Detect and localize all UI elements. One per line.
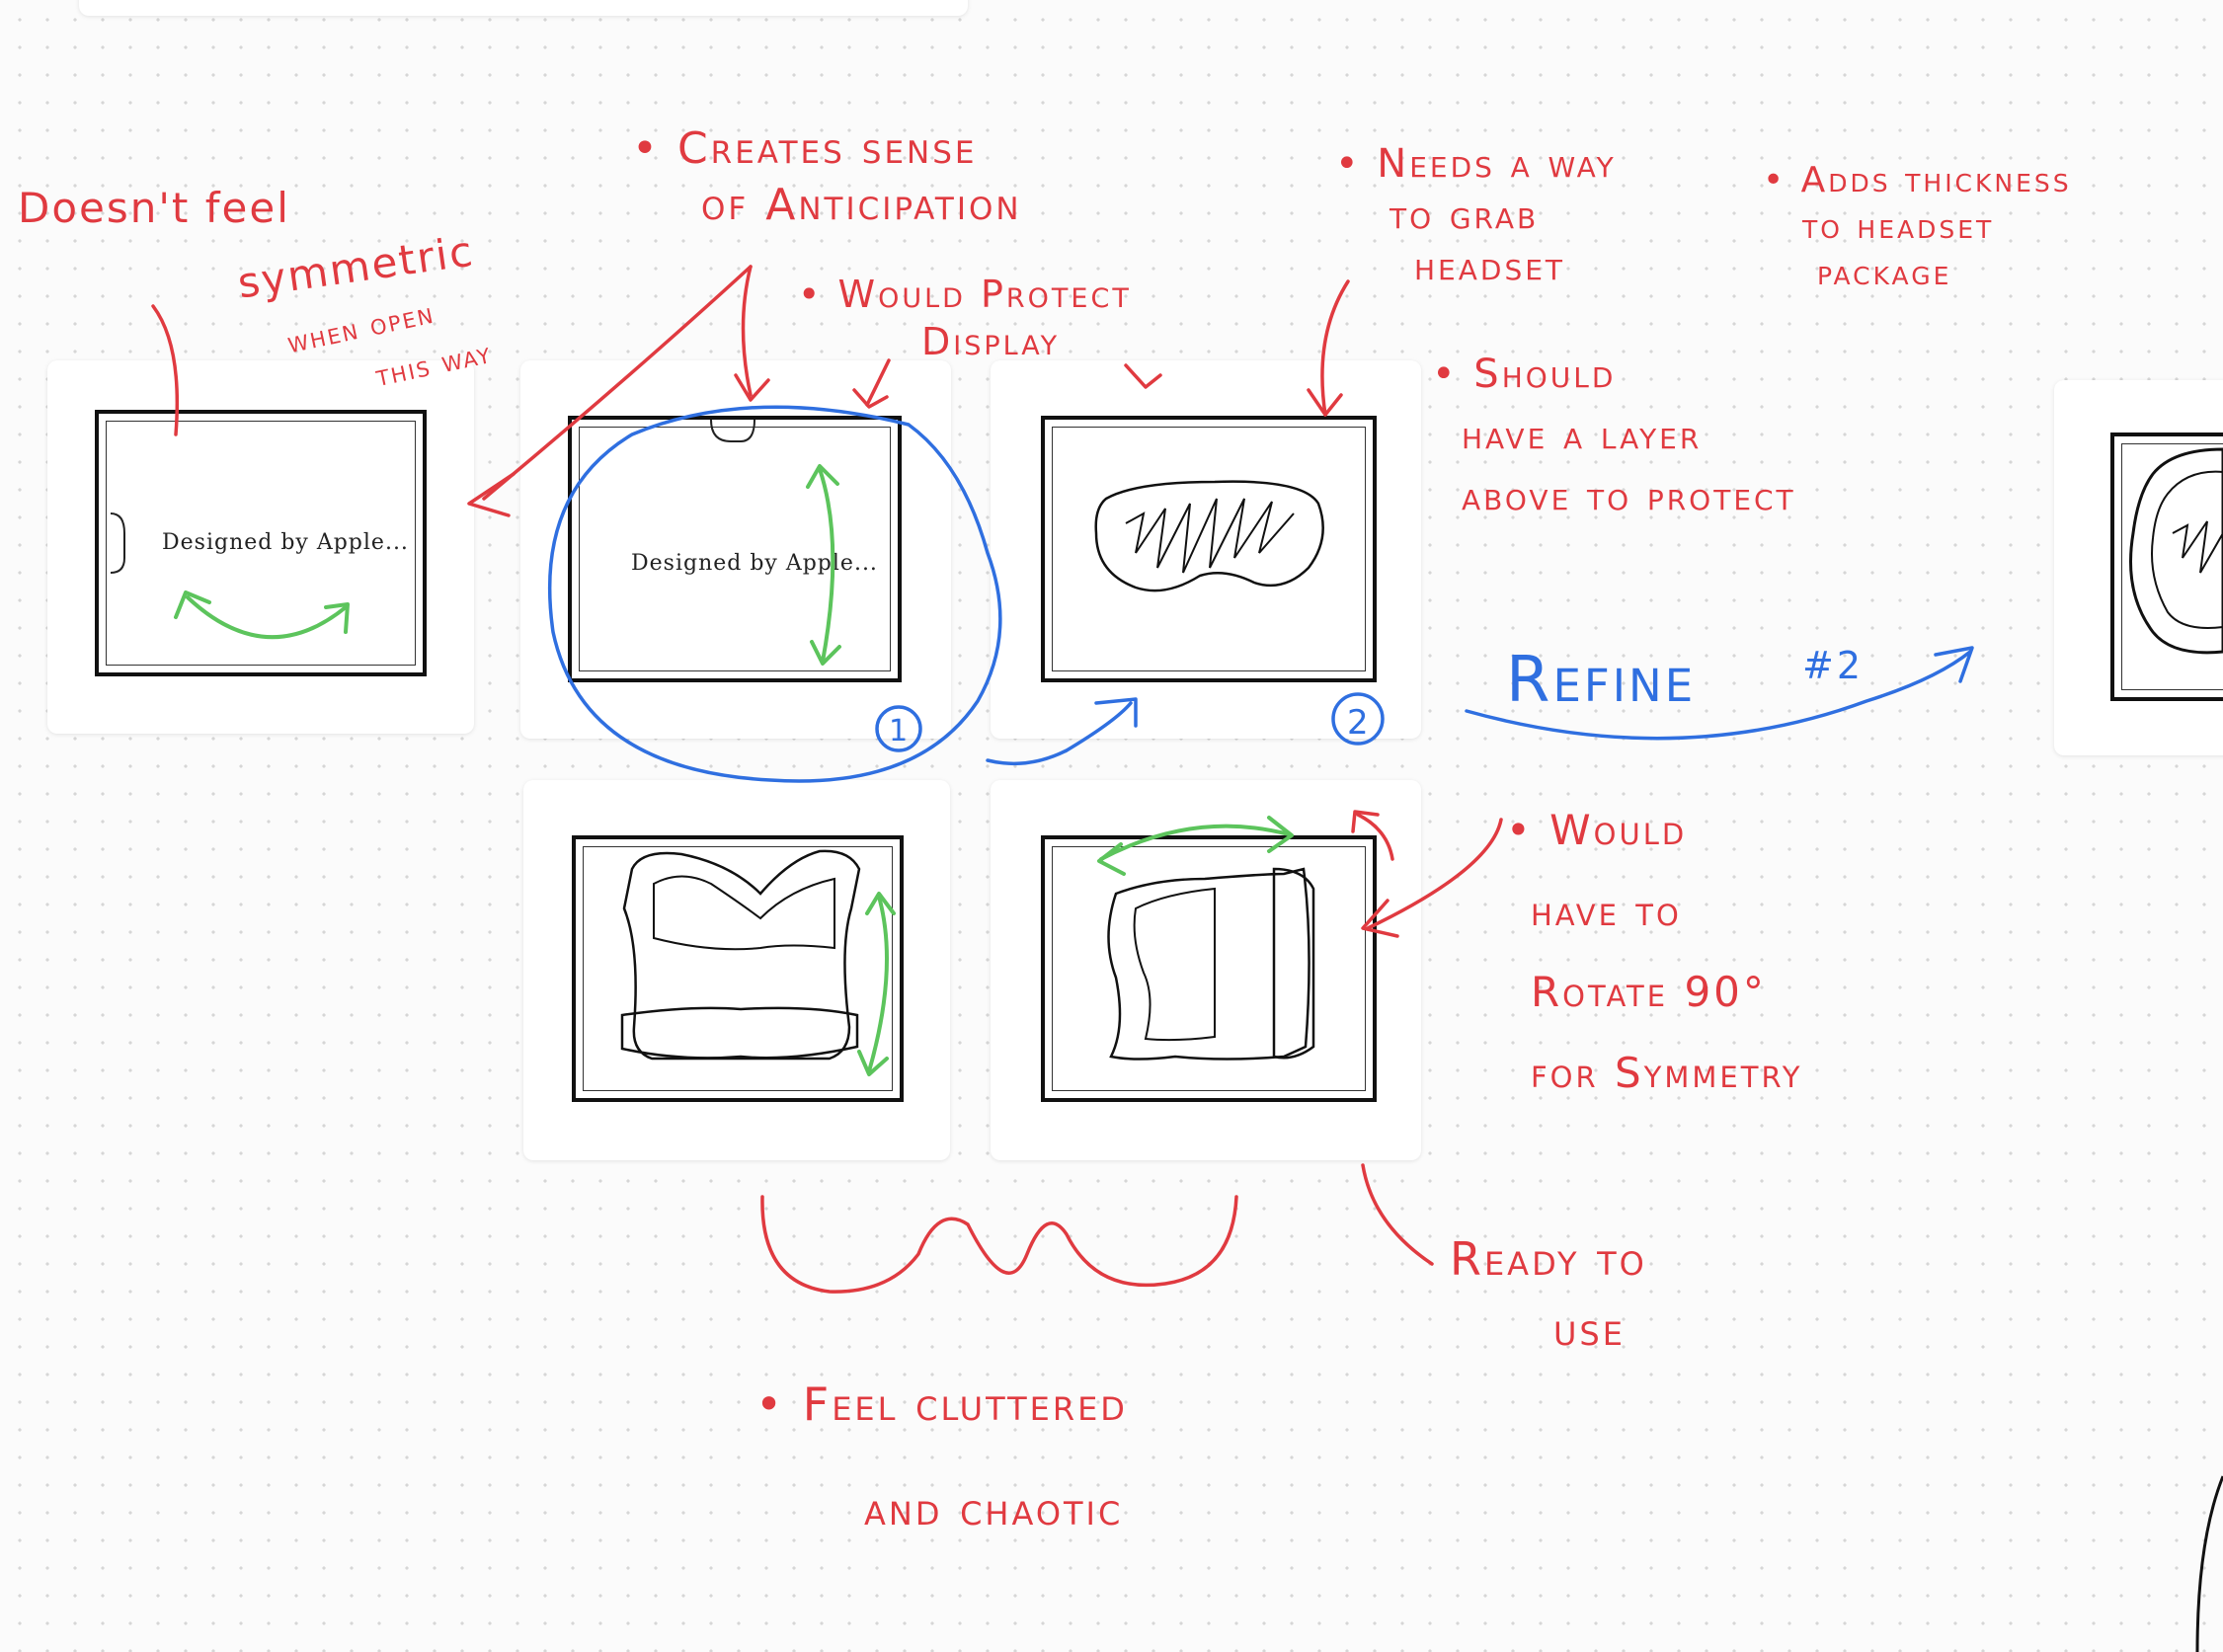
sketch-card-5[interactable]: [991, 780, 1421, 1160]
note-thickness: • Adds thickness to headset package: [1763, 160, 2072, 293]
red-pointer-line: [1361, 1163, 1434, 1266]
package-frame: [1041, 416, 1377, 682]
note-layer-above: • Should have a layer above to protect: [1432, 352, 1796, 519]
red-arrow-head: [467, 472, 516, 517]
package-frame: [1041, 835, 1377, 1102]
red-brace-under-cards: [760, 1195, 1238, 1294]
designed-by-apple-caption: Designed by Apple...: [631, 551, 878, 576]
sketch-card-2[interactable]: Designed by Apple...: [520, 360, 951, 739]
sketch-card-1[interactable]: Designed by Apple...: [47, 360, 474, 734]
package-frame: [572, 835, 904, 1102]
refine-number: #2: [1802, 644, 1865, 687]
note-ready-to-use: Ready to use: [1450, 1232, 1647, 1357]
sketch-card-3[interactable]: [991, 360, 1421, 739]
blue-arrow-head: [1934, 646, 1974, 683]
note-grab-headset: • Needs a way to grab headset: [1335, 141, 1617, 289]
refine-label: Refine: [1506, 644, 1697, 717]
note-rotate: • Would have to Rotate 90° for Symmetry: [1506, 806, 1803, 1097]
sketch-card-4[interactable]: [523, 780, 950, 1160]
package-frame: [2110, 433, 2223, 701]
option-number-2: 2: [1347, 703, 1369, 743]
partial-card-top[interactable]: [79, 0, 968, 16]
package-frame: [568, 416, 902, 682]
sketch-card-6[interactable]: [2054, 380, 2223, 755]
designed-by-apple-caption: Designed by Apple...: [162, 530, 409, 555]
note-protect-display: • Would Protect Display: [798, 273, 1132, 363]
note-cluttered: • Feel cluttered and chaotic: [755, 1377, 1128, 1535]
note-anticipation: • Creates sense of Anticipation: [632, 123, 1022, 231]
partial-sketch-edge: [2195, 1475, 2223, 1652]
option-number-1: 1: [889, 714, 909, 748]
